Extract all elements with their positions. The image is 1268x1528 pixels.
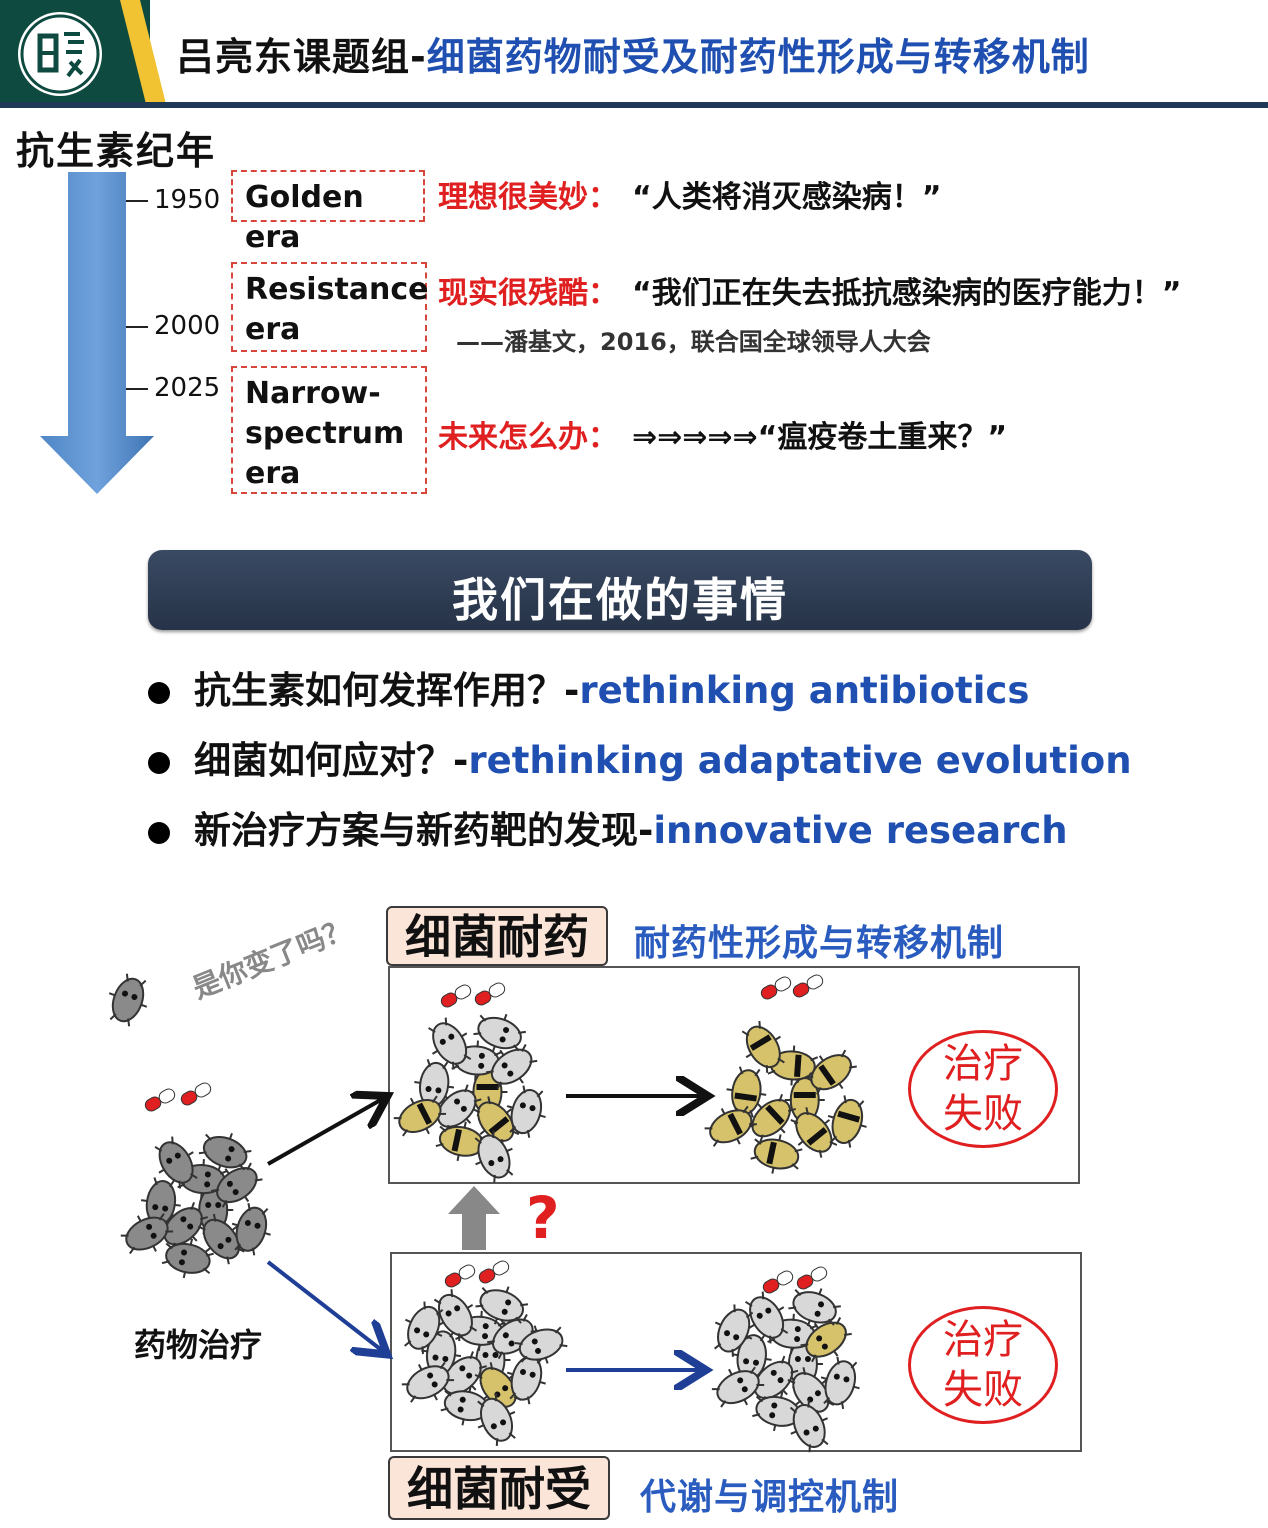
bullet-dot-icon [148, 681, 170, 704]
note-quote: “人类将消灭感染病！” [632, 180, 942, 215]
bubble-text: 是你变了吗？ [187, 911, 357, 1006]
bacterium-icon [161, 1238, 214, 1279]
bacterium-icon [197, 1213, 245, 1265]
era-narrow-spectrum: Narrow-spectrum era [231, 366, 427, 494]
bullet-dot-icon [148, 821, 170, 844]
fail-line: 治疗 [943, 1041, 1023, 1087]
logo-glyph [20, 14, 100, 94]
bullet-zh: 抗生素如何发挥作用？- [194, 669, 580, 712]
tick-2000 [126, 326, 148, 328]
title-prefix: 吕亮东课题组- [176, 35, 427, 79]
bullet-item: 新治疗方案与新药靶的发现-innovative research [148, 800, 1068, 854]
pill-icon [144, 1088, 176, 1112]
fail-stamp-top: 治疗失败 [908, 1030, 1058, 1148]
bullet-dot-icon [148, 751, 170, 774]
page-title: 吕亮东课题组-细菌药物耐受及耐药性形成与转移机制 [176, 26, 1090, 81]
bullet-en: innovative research [653, 809, 1068, 852]
title-topic: 细菌药物耐受及耐药性形成与转移机制 [426, 35, 1090, 79]
label-tolerance: 细菌耐受 [388, 1456, 610, 1520]
bacterium-icon [108, 973, 148, 1027]
bullet-item: 抗生素如何发挥作用？-rethinking antibiotics [148, 660, 1029, 714]
era-note-narrow: 未来怎么办： ⇒⇒⇒⇒⇒“瘟疫卷土重来？” [438, 412, 1007, 456]
bullet-en: rethinking adaptative evolution [468, 739, 1132, 782]
era-note-resistance: 现实很残酷： “我们正在失去抵抗感染病的医疗能力！” [438, 268, 1181, 312]
label-tolerance-desc: 代谢与调控机制 [640, 1477, 900, 1518]
note-prefix: 未来怎么办： [438, 420, 618, 455]
tick-1950 [126, 200, 148, 202]
bullet-en: rethinking antibiotics [579, 669, 1030, 712]
year-2000: 2000 [154, 311, 221, 341]
section-banner: 我们在做的事情 [148, 550, 1092, 630]
pill-icon [180, 1082, 212, 1106]
bacterium-icon [158, 1202, 208, 1251]
bacterium-icon [193, 1185, 234, 1235]
bacterium-icon [211, 1162, 263, 1208]
bullet-zh: 细菌如何应对？- [194, 739, 469, 782]
fail-line: 失败 [943, 1091, 1023, 1137]
note-prefix: 理想很美妙： [438, 180, 618, 215]
treatment-label: 药物治疗 [134, 1326, 263, 1364]
bacterium-icon [140, 1177, 181, 1229]
era-note-golden: 理想很美妙： “人类将消灭感染病！” [438, 172, 941, 216]
year-2025: 2025 [154, 373, 221, 403]
bacterium-icon [198, 1132, 252, 1172]
header-accent-stripe [120, 0, 166, 104]
bullet-zh: 新治疗方案与新药靶的发现- [194, 809, 654, 852]
note-quote: “我们正在失去抵抗感染病的医疗能力！” [632, 276, 1182, 311]
fail-line: 失败 [943, 1367, 1023, 1413]
bacterium-icon [231, 1202, 271, 1256]
note-prefix: 现实很残酷： [438, 276, 618, 311]
tick-2025 [126, 388, 148, 390]
bacterium-icon [154, 1136, 198, 1189]
header-divider [0, 102, 1268, 108]
question-mark: ? [526, 1184, 560, 1252]
bacterium-icon [177, 1159, 228, 1200]
era-resistance: Resistance era [231, 262, 429, 352]
timeline-arrow-icon [40, 172, 154, 494]
quote-source: ——潘基文，2016，联合国全球领导人大会 [456, 328, 931, 356]
label-resistance: 细菌耐药 [386, 906, 608, 966]
label-resistance-desc: 耐药性形成与转移机制 [634, 923, 1005, 964]
era-golden: Golden era [231, 170, 425, 255]
section-banner-title: 我们在做的事情 [452, 573, 788, 627]
bullet-item: 细菌如何应对？-rethinking adaptative evolution [148, 730, 1132, 784]
fail-stamp-bottom: 治疗失败 [908, 1306, 1058, 1424]
lab-logo-icon [18, 12, 102, 96]
note-quote: ⇒⇒⇒⇒⇒“瘟疫卷土重来？” [632, 420, 1008, 455]
timeline-heading: 抗生素纪年 [16, 129, 217, 173]
bacterium-icon [120, 1213, 174, 1255]
year-1950: 1950 [154, 185, 221, 215]
fail-line: 治疗 [943, 1317, 1023, 1363]
